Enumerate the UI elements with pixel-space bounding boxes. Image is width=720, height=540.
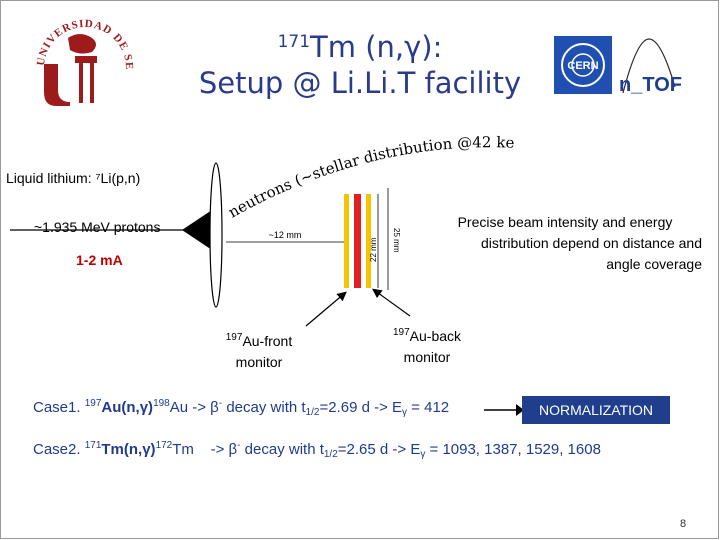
au-back-mass: 197 xyxy=(392,327,410,338)
au-back-line2: monitor xyxy=(403,349,451,365)
ntof-logo-text: n_TOF xyxy=(619,74,682,95)
case2-mass1: 171 xyxy=(84,440,102,451)
case2-half: 1/2 xyxy=(323,449,338,460)
title-line1-text: Tm (n,γ): xyxy=(310,30,443,64)
au-front-text: Au-front xyxy=(242,333,293,349)
proton-energy-label: ~1.935 MeV protons xyxy=(34,219,161,235)
university-logo: UNIVERSIDAD DE SEVILLA xyxy=(30,8,134,106)
slide-title: 171Tm (n,γ): Setup @ Li.Li.T facility xyxy=(150,24,570,101)
normalization-arrow xyxy=(484,404,524,416)
case1-energy: = 412 xyxy=(407,399,450,416)
case2-line: Case2. 171Tm(n,γ)172Tm -> β- decay with … xyxy=(33,440,601,460)
neutrons-label: neutrons (~stellar distribution @42 keV) xyxy=(0,130,515,221)
beam-note-line2: distribution depend on distance and xyxy=(480,235,702,251)
case2-mass2: 172 xyxy=(155,440,173,451)
case1-mass2: 198 xyxy=(153,398,170,409)
case1-mass1: 197 xyxy=(84,398,102,409)
distance-label: ~12 mm xyxy=(269,230,302,240)
lithium-target xyxy=(209,162,223,308)
au-front-label: 197Au-front monitor xyxy=(214,327,304,373)
case2-halflife: =2.65 d -> E xyxy=(337,441,421,458)
case1-gamma: γ) xyxy=(139,399,154,416)
case2-gamma: γ) xyxy=(142,441,156,458)
page-number: 8 xyxy=(680,518,687,530)
title-line2: Setup @ Li.Li.T facility xyxy=(198,66,522,100)
au-back-text: Au-back xyxy=(409,328,462,344)
target-label: Liquid lithium: ⁷Li(p,n) xyxy=(6,170,141,186)
case2-energies: = 1093, 1387, 1529, 1608 xyxy=(425,441,601,458)
au-front-mass: 197 xyxy=(225,332,243,343)
beam-note-line1: Precise beam intensity and energy xyxy=(457,214,673,230)
width-label: 25 mm xyxy=(392,228,401,253)
beam-cone xyxy=(182,210,212,250)
au-front-foil xyxy=(344,194,349,288)
case1-product: Au -> β xyxy=(169,399,219,416)
case2-product: Tm xyxy=(172,441,194,458)
au-front-arrow xyxy=(305,291,347,327)
tm-sample xyxy=(354,194,361,288)
au-back-foil xyxy=(366,194,371,288)
au-back-label: 197Au-back monitor xyxy=(382,322,472,368)
case1-egamma-sub: γ xyxy=(402,407,408,418)
case1-half: 1/2 xyxy=(305,407,320,418)
case1-line: Case1. 197Au(n,γ)198Au -> β- decay with … xyxy=(33,398,449,418)
case2-arrow: -> β xyxy=(210,441,238,458)
au-front-line1: 197Au-front xyxy=(214,327,304,352)
case1-reaction: Au(n, xyxy=(101,399,140,416)
case1-label: Case1. xyxy=(33,399,81,416)
case2-label: Case2. xyxy=(33,441,81,458)
case2-egamma-sub: γ xyxy=(420,449,426,460)
case2-reaction: Tm(n, xyxy=(101,441,143,458)
case2-minus: - xyxy=(237,440,241,451)
case2-decay: decay with t xyxy=(240,441,324,458)
beam-current-label: 1-2 mA xyxy=(76,252,123,268)
cern-logo-graphic: CERN n_TOF xyxy=(554,36,682,96)
case1-halflife: =2.69 d -> E xyxy=(319,399,403,416)
au-back-arrow xyxy=(372,288,411,317)
height-label: 22 mm xyxy=(369,237,378,262)
au-front-line2: monitor xyxy=(235,354,283,370)
au-back-line1: 197Au-back xyxy=(382,322,472,347)
beam-note-line3: angle coverage xyxy=(606,256,702,272)
cern-logo-text: CERN xyxy=(567,60,598,72)
case1-minus: - xyxy=(218,398,223,409)
cern-ntof-logo: CERN n_TOF xyxy=(553,35,703,96)
title-mass: 171 xyxy=(277,32,311,52)
case1-decay: decay with t xyxy=(222,399,306,416)
title-line1: 171Tm (n,γ): xyxy=(150,24,570,65)
normalization-box: NORMALIZATION xyxy=(522,396,670,424)
univ-emblem xyxy=(44,34,97,106)
setup-diagram: neutrons (~stellar distribution @42 keV)… xyxy=(0,130,515,327)
beam-note: Precise beam intensity and energy distri… xyxy=(428,212,702,275)
